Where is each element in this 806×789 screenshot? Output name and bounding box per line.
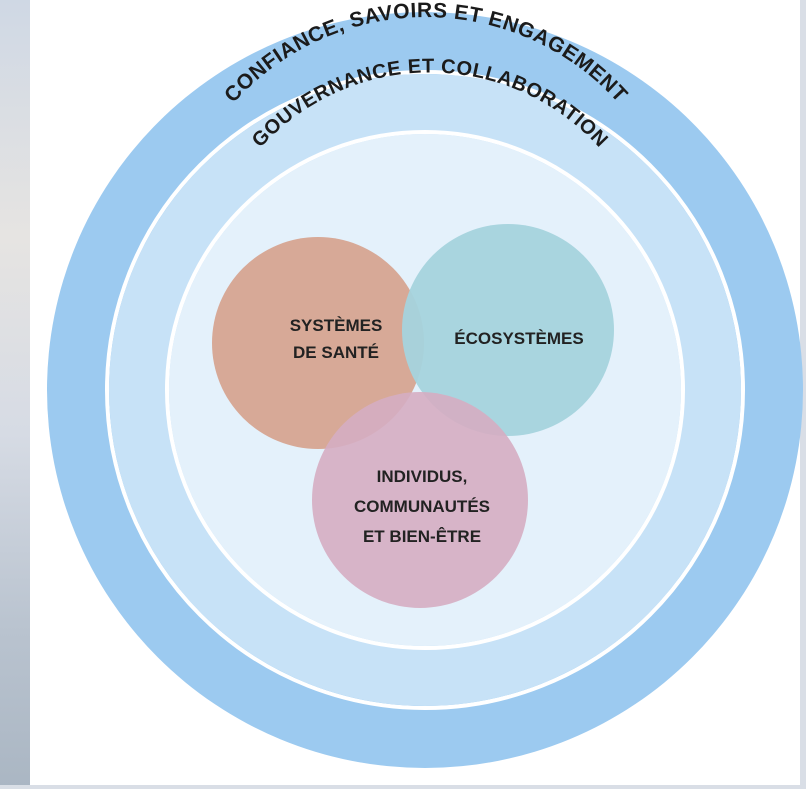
venn-circle-health-systems [212,237,424,449]
individuals-label-line1: INDIVIDUS, [377,467,468,486]
individuals-label-line2: COMMUNAUTÉS [354,497,490,516]
outer-ring-border [105,70,745,710]
individuals-label-line3: ET BIEN-ÊTRE [363,527,481,546]
venn-circle-individuals [312,392,528,608]
health-systems-label-line2: DE SANTÉ [293,343,379,362]
venn-circle-ecosystems [402,224,614,436]
background-photo-strip [0,0,30,789]
ecosystems-label: ÉCOSYSTÈMES [454,329,583,348]
background-edge-bottom [0,785,806,789]
middle-ring-border [165,130,685,650]
background-edge-right [800,0,806,789]
health-systems-label-line1: SYSTÈMES [290,316,383,335]
